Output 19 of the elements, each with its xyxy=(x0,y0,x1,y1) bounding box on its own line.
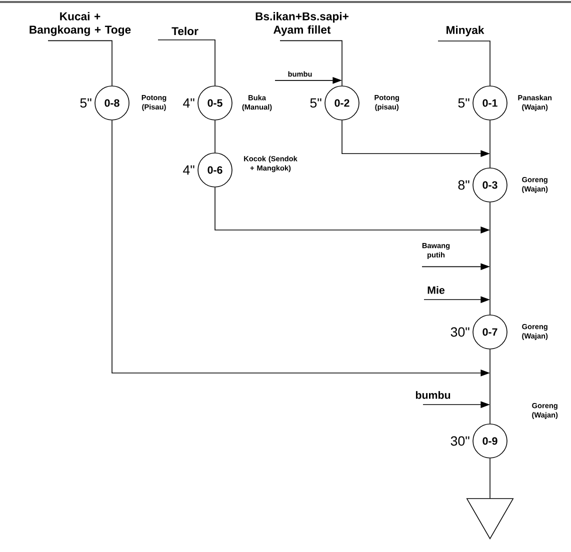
flow-line xyxy=(438,40,490,86)
time-label: 4" xyxy=(183,165,194,175)
flow-line xyxy=(48,40,112,86)
flow-line xyxy=(280,40,342,86)
time-label: 30" xyxy=(450,327,470,337)
time-label: 5" xyxy=(458,98,470,108)
time-label: 30" xyxy=(450,436,470,446)
flow-line xyxy=(214,120,216,153)
time-label: 8" xyxy=(458,180,470,190)
material-label: Bs.ikan+Bs.sapi+ Ayam fillet xyxy=(256,12,348,36)
time-label: 4" xyxy=(183,98,194,108)
material-label: Kucai + Bangkoang + Toge xyxy=(30,12,131,36)
material-label: Mie xyxy=(428,286,445,294)
flow-line xyxy=(158,40,216,86)
material-label: Minyak xyxy=(446,26,484,36)
material-label: bumbu xyxy=(416,391,450,399)
material-label: Telor xyxy=(172,26,198,36)
time-label: 5" xyxy=(310,98,322,108)
time-label: 5" xyxy=(80,98,92,108)
